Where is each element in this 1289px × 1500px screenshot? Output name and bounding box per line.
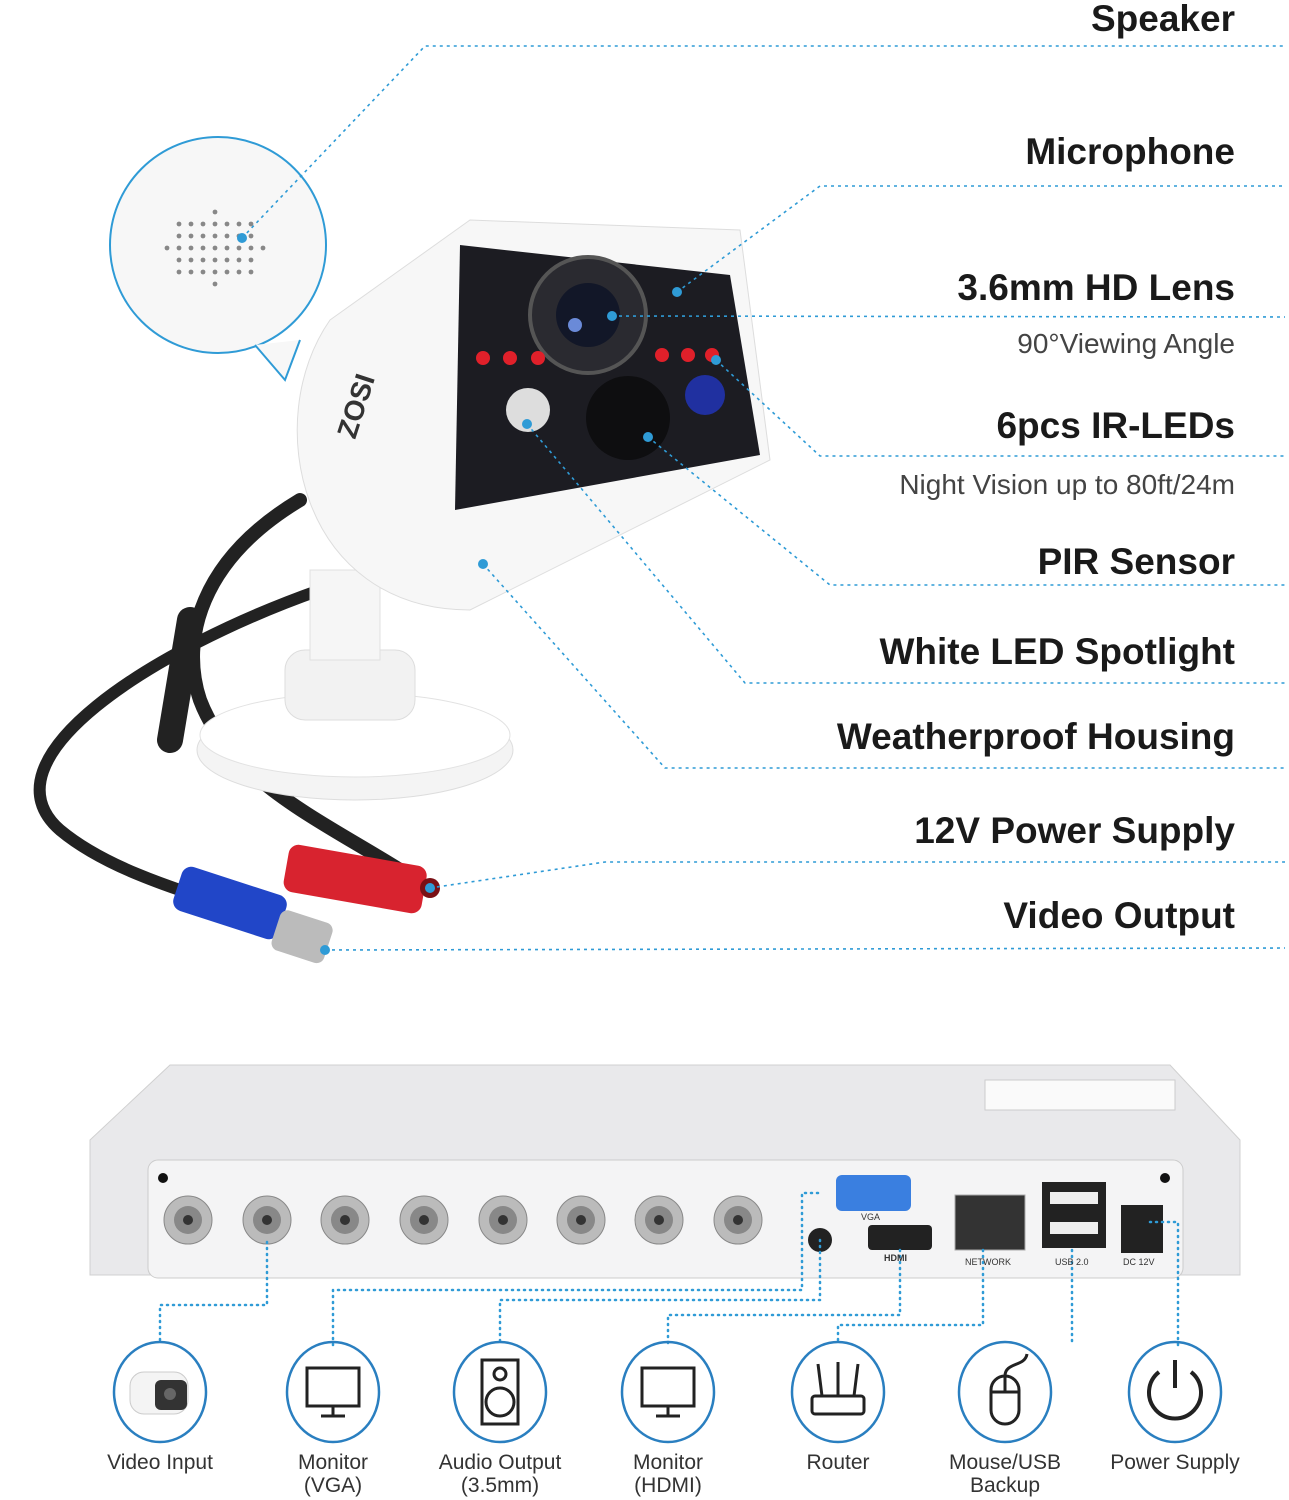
connection-label-line2: (3.5mm) bbox=[460, 1474, 540, 1497]
bnc-port bbox=[320, 1195, 370, 1245]
leader-dots bbox=[237, 233, 721, 955]
connection-label-line2: (VGA) bbox=[303, 1474, 363, 1497]
monitor-icon bbox=[285, 1340, 381, 1444]
bnc-port bbox=[713, 1195, 763, 1245]
connection-label: Video Input bbox=[75, 1451, 245, 1474]
camera-mount bbox=[196, 569, 514, 801]
connection-label-line1: Audio Output bbox=[438, 1451, 562, 1474]
feature-lens-detail: 90°Viewing Angle bbox=[1017, 328, 1235, 359]
connection-label: Power Supply bbox=[1090, 1451, 1260, 1474]
feature-lens: 3.6mm HD Lens bbox=[957, 267, 1235, 308]
speaker-icon bbox=[452, 1340, 548, 1444]
connection-label-line1: Monitor bbox=[297, 1451, 369, 1474]
dvr-recorder bbox=[89, 1064, 1241, 1279]
bnc-port bbox=[399, 1195, 449, 1245]
router-icon bbox=[790, 1340, 886, 1444]
power-icon bbox=[1127, 1340, 1223, 1444]
feature-microphone: Microphone bbox=[1025, 131, 1235, 172]
bnc-port bbox=[634, 1195, 684, 1245]
bnc-port bbox=[242, 1195, 292, 1245]
connection-label: Router bbox=[753, 1451, 923, 1474]
feature-ir-leds-detail: Night Vision up to 80ft/24m bbox=[899, 469, 1235, 500]
camera-body bbox=[296, 219, 771, 611]
connection-label-line2: Backup bbox=[969, 1474, 1041, 1497]
feature-ir-leds: 6pcs IR-LEDs bbox=[996, 405, 1235, 446]
connection-label-line1: Router bbox=[806, 1451, 870, 1474]
mouse-icon bbox=[957, 1340, 1053, 1444]
connection-label-line1: Monitor bbox=[632, 1451, 704, 1474]
connection-label: Audio Output(3.5mm) bbox=[415, 1451, 585, 1497]
power-connector bbox=[283, 844, 440, 914]
bnc-port bbox=[556, 1195, 606, 1245]
connection-label-line2: (HDMI) bbox=[634, 1474, 702, 1497]
connection-lines bbox=[158, 1191, 1180, 1347]
feature-video-output: Video Output bbox=[1003, 895, 1235, 936]
monitor-icon bbox=[620, 1340, 716, 1444]
connection-label: Monitor(VGA) bbox=[248, 1451, 418, 1497]
feature-power: 12V Power Supply bbox=[914, 810, 1235, 851]
port-label-usb: USB 2.0 bbox=[1055, 1257, 1089, 1267]
bnc-port bbox=[478, 1195, 528, 1245]
connection-label-line1: Power Supply bbox=[1110, 1451, 1240, 1474]
connection-label-line1: Mouse/USB bbox=[948, 1451, 1062, 1474]
port-label-vga: VGA bbox=[861, 1212, 881, 1222]
camera-icon bbox=[112, 1340, 208, 1444]
feature-spotlight: White LED Spotlight bbox=[879, 631, 1235, 672]
connection-label-line1: Video Input bbox=[107, 1451, 213, 1474]
port-label-hdmi: HDMI bbox=[884, 1253, 907, 1263]
port-label-dc: DC 12V bbox=[1123, 1257, 1155, 1267]
bnc-port bbox=[163, 1195, 213, 1245]
feature-housing: Weatherproof Housing bbox=[836, 716, 1235, 757]
bnc-connector bbox=[173, 866, 333, 964]
leader-lines bbox=[241, 45, 1286, 951]
feature-pir-sensor: PIR Sensor bbox=[1037, 541, 1235, 582]
speaker-callout bbox=[109, 136, 327, 382]
feature-speaker: Speaker bbox=[1091, 0, 1235, 39]
connection-label: Monitor(HDMI) bbox=[583, 1451, 753, 1497]
port-label-network: NETWORK bbox=[965, 1257, 1011, 1267]
